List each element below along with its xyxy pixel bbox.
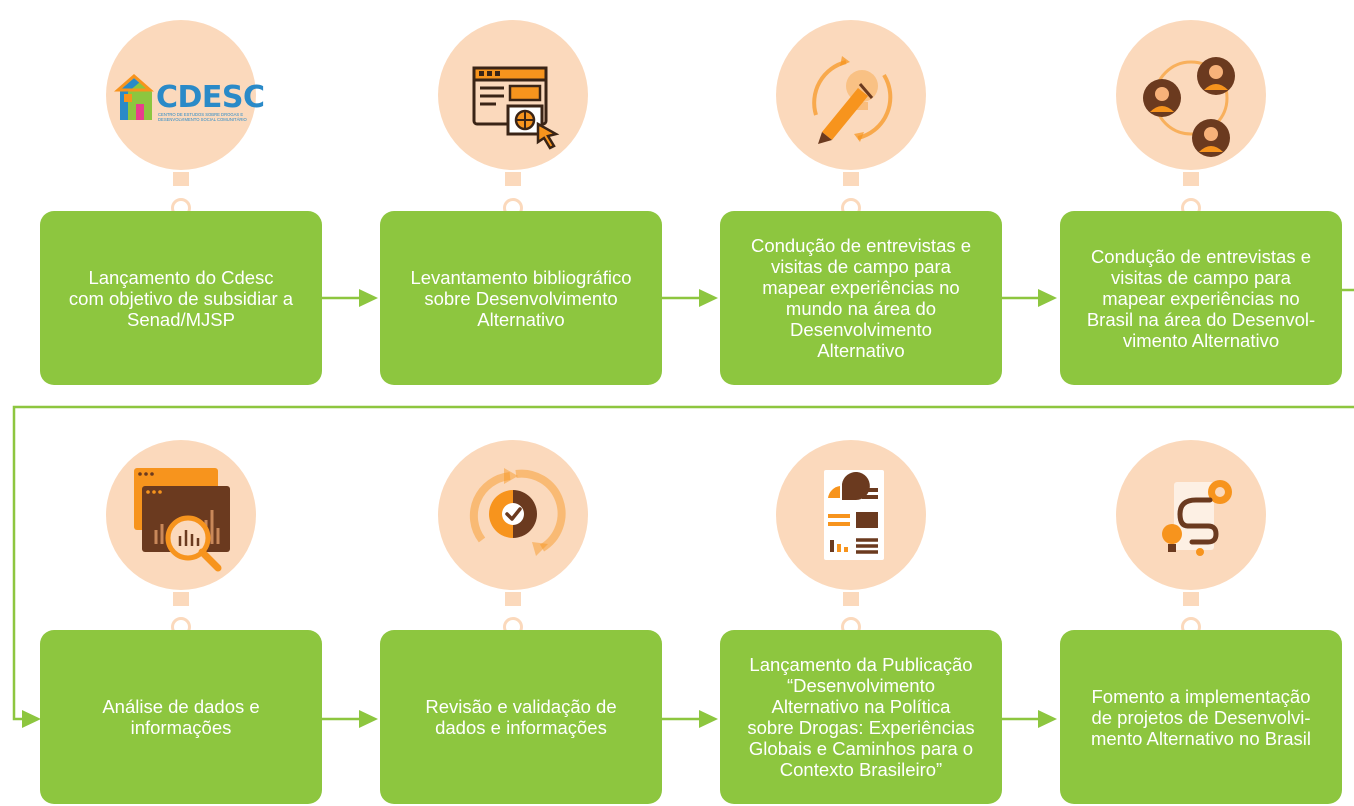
web-browser-icon (472, 66, 560, 150)
step-7-text: Lançamento da Publicação“Desenvolvimento… (747, 654, 975, 780)
arrow-head (359, 289, 378, 307)
arrow-head (22, 710, 41, 728)
roadmap-gear-icon (1162, 480, 1232, 556)
step-7-circle (776, 440, 926, 590)
step-7-box: Lançamento da Publicação“Desenvolvimento… (720, 630, 1002, 804)
step-1-circle: CDESC CENTRO DE ESTUDOS SOBRE DROGAS E D… (106, 20, 265, 170)
arrow-head (699, 289, 718, 307)
step-6-circle (438, 440, 588, 590)
data-analysis-icon (134, 468, 230, 572)
check-cycle-icon (469, 468, 566, 556)
step-3-circle (776, 20, 926, 170)
report-document-icon (824, 470, 884, 560)
step-8-circle (1116, 440, 1266, 590)
step-4-circle (1116, 20, 1266, 170)
step-5-circle (106, 440, 256, 590)
arrow-head (359, 710, 378, 728)
step-2-circle (438, 20, 588, 170)
arrow-head (1038, 710, 1057, 728)
people-network-icon (1143, 57, 1235, 157)
logo-subtitle: CENTRO DE ESTUDOS SOBRE DROGAS E DESENVO… (158, 112, 247, 122)
lightbulb-pencil-icon (812, 56, 893, 144)
arrow-head (1038, 289, 1057, 307)
logo-name: CDESC (156, 80, 265, 115)
arrow-head (699, 710, 718, 728)
